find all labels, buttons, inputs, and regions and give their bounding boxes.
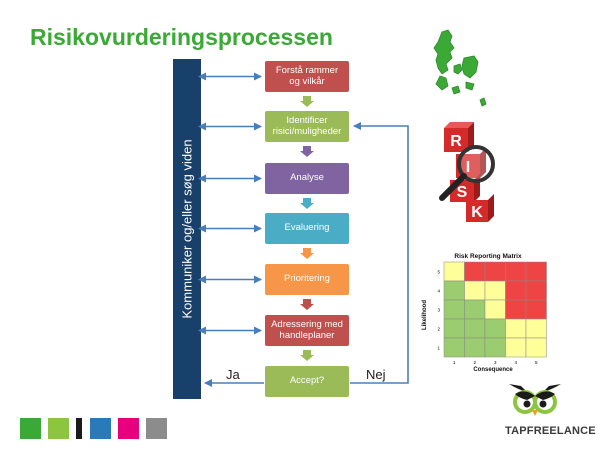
step-down-arrows [300, 96, 314, 361]
process-step-5: Prioritering [265, 264, 349, 295]
matrix-cell [464, 318, 486, 339]
process-step-3: Analyse [265, 163, 349, 194]
down-arrow [300, 350, 314, 361]
color-swatch [48, 418, 69, 439]
risk-cube-r: R [444, 122, 474, 152]
matrix-title: Risk Reporting Matrix [454, 253, 522, 260]
process-step-2: Identificer risici/muligheder [265, 111, 349, 142]
matrix-x-tick: 4 [514, 360, 517, 365]
process-step-label: Prioritering [284, 273, 330, 285]
matrix-cell [443, 261, 465, 282]
down-arrow [300, 198, 314, 209]
color-swatch [146, 418, 167, 439]
risk-letter-r: R [450, 133, 462, 150]
color-swatch [76, 418, 82, 439]
risk-letter-i: I [466, 159, 470, 176]
page-title: Risikovurderingsprocessen [30, 24, 333, 50]
matrix-y-tick: 3 [437, 308, 440, 313]
matrix-ticks: 1 2 3 4 5 1 2 3 4 5 [437, 270, 538, 366]
yes-label: Ja [226, 367, 240, 382]
risk-cubes-magnifier-icon: R I S K [439, 122, 495, 222]
communication-sidebar: Kommuniker og/eller søg viden [173, 59, 201, 399]
matrix-cell [443, 318, 465, 339]
matrix-y-tick: 4 [437, 289, 440, 294]
matrix-cell [525, 261, 547, 282]
matrix-y-tick: 2 [437, 327, 440, 332]
process-step-label: Accept? [289, 375, 325, 387]
process-step-label: Identificer risici/muligheder [272, 114, 342, 137]
matrix-cell [505, 261, 527, 282]
matrix-cell [484, 337, 506, 358]
down-arrow [300, 299, 314, 310]
matrix-cell [443, 337, 465, 358]
process-step-4: Evaluering [265, 213, 349, 244]
brand-name: TAPFREELANCE [505, 425, 596, 437]
no-label: Nej [366, 367, 386, 382]
matrix-xlabel: Consequence [473, 367, 513, 373]
matrix-cell [525, 318, 547, 339]
matrix-y-tick: 1 [437, 346, 440, 351]
color-swatch [20, 418, 41, 439]
matrix-cell [464, 261, 486, 282]
matrix-cell [484, 261, 506, 282]
process-step-label: Analyse [290, 172, 324, 184]
risk-letter-k: K [471, 204, 483, 221]
down-arrow [300, 96, 314, 107]
bidirectional-arrows [198, 72, 262, 335]
process-step-7: Accept? [265, 366, 349, 397]
matrix-cell [484, 318, 506, 339]
matrix-cell [464, 337, 486, 358]
matrix-y-tick: 5 [437, 270, 440, 275]
matrix-cell [505, 337, 527, 358]
risk-letter-s: S [457, 184, 468, 201]
matrix-cell [525, 280, 547, 301]
matrix-ylabel: Likelihood [422, 300, 428, 330]
risk-reporting-matrix: Risk Reporting Matrix Likelihood Consequ… [422, 253, 547, 373]
owl-logo-icon [509, 384, 561, 416]
matrix-cell [505, 280, 527, 301]
matrix-cell [525, 337, 547, 358]
process-step-6: Adressering med handleplaner [265, 315, 349, 346]
matrix-cell [525, 299, 547, 320]
matrix-cell [484, 280, 506, 301]
process-step-label: Adressering med handleplaner [271, 318, 343, 341]
process-step-label: Forstå rammer og vilkår [275, 64, 339, 87]
down-arrow [300, 146, 314, 157]
no-loop-arrow [350, 122, 409, 384]
matrix-x-tick: 1 [453, 360, 456, 365]
color-swatch [90, 418, 111, 439]
denmark-map-icon [433, 29, 487, 107]
matrix-cells [443, 261, 547, 358]
matrix-cell [464, 299, 486, 320]
matrix-cell [443, 299, 465, 320]
magnifier-icon [439, 145, 495, 201]
process-step-label: Evaluering [284, 222, 330, 234]
matrix-cell [464, 280, 486, 301]
matrix-x-tick: 5 [535, 360, 538, 365]
matrix-cell [505, 318, 527, 339]
process-step-1: Forstå rammer og vilkår [265, 61, 349, 92]
down-arrow [300, 248, 314, 259]
risk-cube-k: K [466, 194, 494, 222]
matrix-x-tick: 2 [473, 360, 476, 365]
matrix-cell [505, 299, 527, 320]
matrix-x-tick: 3 [494, 360, 497, 365]
matrix-cell [484, 299, 506, 320]
matrix-cell [443, 280, 465, 301]
color-swatch [118, 418, 139, 439]
